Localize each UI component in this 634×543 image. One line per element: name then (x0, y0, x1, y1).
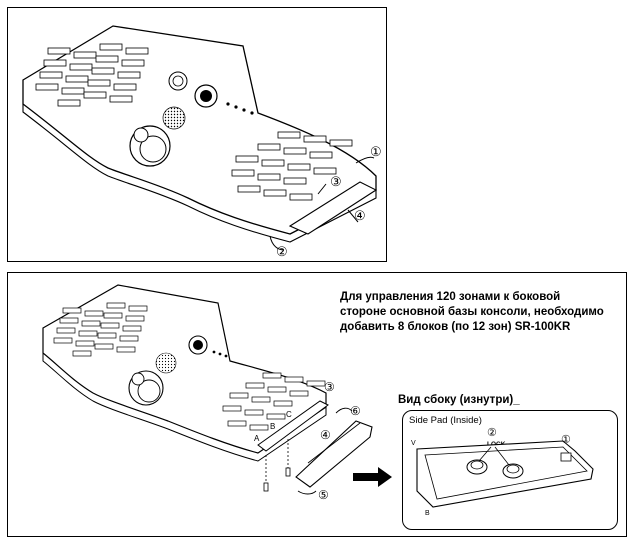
caption-line: стороне основной базы консоли, необходим… (340, 306, 604, 318)
direction-arrow-icon (353, 467, 392, 487)
speaker-grille (162, 106, 186, 130)
callout-1: ① (370, 144, 382, 159)
inset-label: Side Pad (Inside) (409, 415, 482, 426)
mounting-bracket (257, 400, 329, 452)
left-key-grid (35, 43, 149, 107)
callout-5: ⑤ (318, 488, 329, 502)
screw-icon (263, 482, 269, 492)
callout-3: ③ (324, 380, 335, 394)
side-pad (288, 181, 378, 235)
caption-line: добавить 8 блоков (по 12 зон) SR-100KR (340, 321, 571, 333)
instruction-caption: Для управления 120 зонами к боковой стор… (340, 290, 620, 335)
side-view-title: Вид сбоку (изнутри)_ (398, 394, 520, 406)
indicator-dots (226, 102, 254, 115)
console-drawing-top: ① ② ③ ④ (22, 25, 382, 259)
console-drawing-bottom: ③ ④ ⑤ ⑥ A B C (42, 284, 392, 502)
bottom-diagram-panel: Для управления 120 зонами к боковой стор… (7, 272, 627, 537)
callout-4: ④ (354, 208, 366, 223)
right-key-grid (222, 372, 326, 431)
inset-callout-1: ① (561, 434, 571, 446)
lock-knob (502, 463, 524, 479)
callout-3: ③ (330, 174, 342, 189)
top-diagram-panel: ① ② ③ ④ (7, 7, 387, 262)
side-pad-inset: Side Pad (Inside) LOCK ② ① V B (402, 410, 618, 530)
side-pad (295, 420, 373, 488)
callout-4: ④ (320, 428, 331, 442)
inset-letter-v: V (411, 440, 416, 447)
latch (560, 452, 572, 462)
side-pad-inside-drawing: ② ① V B (411, 427, 594, 517)
callout-2: ② (276, 244, 288, 259)
screw-icon (285, 467, 291, 477)
part-letter-c: C (286, 410, 292, 419)
speaker-grille (155, 352, 177, 374)
left-key-grid (53, 302, 148, 357)
inset-callout-2: ② (487, 427, 497, 439)
callout-6: ⑥ (350, 404, 361, 418)
part-letter-a: A (254, 434, 260, 443)
right-key-grid (231, 131, 353, 201)
part-letter-b: B (270, 422, 275, 431)
caption-line: Для управления 120 зонами к боковой (340, 291, 561, 303)
inset-letter-b: B (425, 510, 430, 517)
lock-knob (466, 459, 488, 475)
small-dial (168, 71, 188, 91)
